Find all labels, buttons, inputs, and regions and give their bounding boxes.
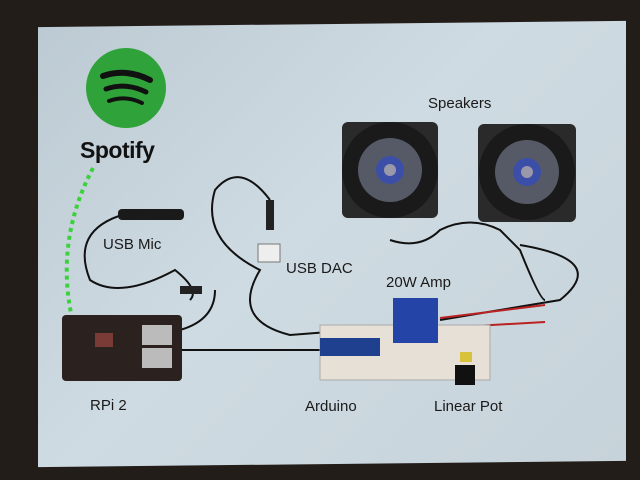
speaker-right: [478, 124, 576, 222]
label-usb-mic: USB Mic: [103, 236, 162, 253]
breadboard: [319, 298, 491, 385]
label-arduino: Arduino: [305, 398, 357, 415]
usb-dac: [257, 243, 281, 263]
rpi-board: [62, 315, 182, 381]
label-rpi: RPi 2: [90, 397, 127, 414]
label-amp: 20W Amp: [386, 274, 452, 291]
usb-mic: [118, 209, 184, 220]
label-speakers: Speakers: [428, 95, 492, 112]
label-linear-pot: Linear Pot: [434, 398, 503, 415]
speaker-left: [342, 122, 438, 218]
spotify-wordmark: Spotify: [80, 137, 155, 163]
label-usb-dac: USB DAC: [286, 260, 353, 277]
wireless-link-line: [64, 167, 95, 319]
spotify-logo-icon: [86, 48, 166, 128]
